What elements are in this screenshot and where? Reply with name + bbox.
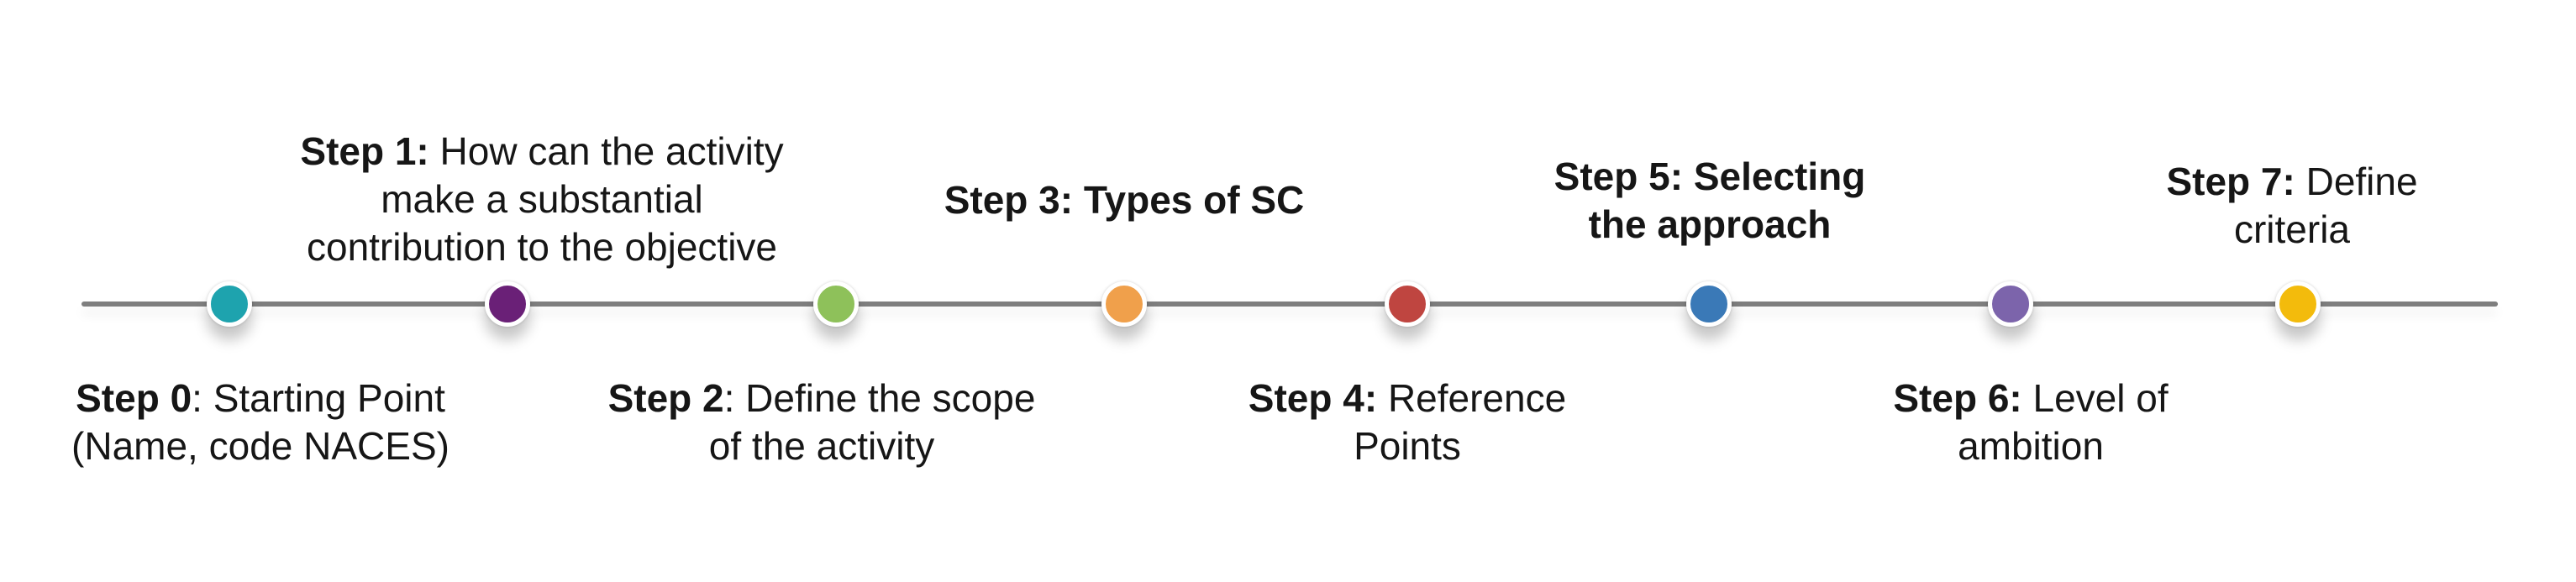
step-0-label: Step 0: Starting Point(Name, code NACES) — [0, 375, 529, 470]
step-5-marker-dot — [1686, 281, 1732, 327]
step-6-label-line-0: Step 6: Level of — [1829, 375, 2232, 422]
step-1-label-text: make a substantial — [381, 177, 703, 221]
step-4-label-text: Points — [1354, 424, 1461, 468]
step-2-label-bold: Step 2 — [607, 376, 724, 420]
step-1-label-line-0: Step 1: How can the activity — [248, 128, 836, 176]
step-7-label-bold: Step 7: — [2166, 160, 2295, 203]
step-4-marker-dot — [1385, 281, 1430, 327]
step-1-label-text: contribution to the objective — [306, 225, 778, 269]
step-0-label-text: : Starting Point — [192, 376, 445, 420]
step-7-label-text: criteria — [2233, 207, 2351, 251]
step-3-label: Step 3: Types of SC — [864, 176, 1385, 224]
step-6-label-text: ambition — [1958, 424, 2104, 468]
step-4-label-line-1: Points — [1189, 422, 1626, 470]
step-6-label-bold: Step 6: — [1893, 376, 2022, 420]
step-7-marker-dot — [2275, 281, 2321, 327]
step-1-marker-dot — [485, 281, 530, 327]
step-0-label-line-1: (Name, code NACES) — [0, 422, 529, 470]
step-1-label-text: How can the activity — [428, 129, 784, 173]
step-7-label-text: Define — [2295, 160, 2418, 203]
step-3-marker-dot — [1101, 281, 1147, 327]
step-2-label-text: : Define the scope — [723, 376, 1036, 420]
step-0-label-text: (Name, code NACES) — [71, 424, 449, 468]
timeline-axis-line — [81, 301, 2498, 307]
step-2-marker-dot — [813, 281, 859, 327]
step-1-label-bold: Step 1: — [300, 129, 429, 173]
step-3-label-bold: Step 3: Types of SC — [944, 178, 1305, 222]
step-5-label-line-0: Step 5: Selecting — [1483, 153, 1937, 201]
step-2-label-line-1: of the activity — [561, 422, 1082, 470]
step-0-label-bold: Step 0 — [76, 376, 192, 420]
step-1-label-line-1: make a substantial — [248, 176, 836, 223]
step-1-label-line-2: contribution to the objective — [248, 223, 836, 271]
step-7-label-line-1: criteria — [2099, 206, 2485, 254]
step-6-marker-dot — [1988, 281, 2033, 327]
step-0-label-line-0: Step 0: Starting Point — [0, 375, 529, 422]
step-6-label-line-1: ambition — [1829, 422, 2232, 470]
step-5-label-bold: the approach — [1588, 202, 1832, 246]
step-4-label-text: Reference — [1377, 376, 1567, 420]
step-0-marker-dot — [207, 281, 252, 327]
step-2-label-text: of the activity — [708, 424, 935, 468]
step-4-label-line-0: Step 4: Reference — [1189, 375, 1626, 422]
step-4-label-bold: Step 4: — [1248, 376, 1378, 420]
step-6-label-text: Level of — [2021, 376, 2169, 420]
step-3-label-line-0: Step 3: Types of SC — [864, 176, 1385, 224]
step-5-label-bold: Step 5: Selecting — [1553, 155, 1866, 198]
step-2-label-line-0: Step 2: Define the scope — [561, 375, 1082, 422]
step-7-label-line-0: Step 7: Define — [2099, 158, 2485, 206]
step-5-label-line-1: the approach — [1483, 201, 1937, 249]
